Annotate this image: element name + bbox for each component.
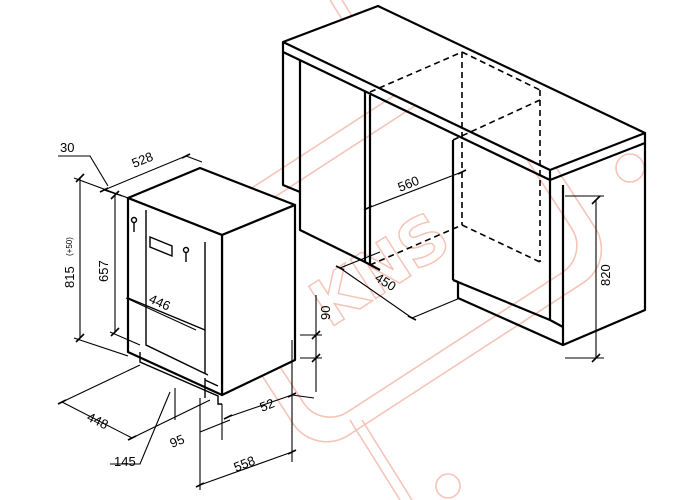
label-145: 145 [114, 454, 136, 469]
label-815-tolerance: (+50) [65, 237, 74, 256]
dishwasher-details [127, 210, 222, 405]
label-52: 52 [258, 395, 277, 414]
dimension-lines [58, 155, 604, 490]
label-560: 560 [396, 173, 422, 195]
label-30: 30 [60, 140, 74, 155]
label-90: 90 [318, 306, 333, 320]
dimension-ticks [57, 153, 601, 488]
kitchen-cabinet [281, 4, 647, 347]
label-820: 820 [598, 264, 613, 286]
label-657: 657 [96, 260, 111, 282]
label-448: 448 [85, 409, 111, 432]
label-528: 528 [130, 149, 156, 171]
dishwasher [126, 166, 297, 397]
label-815: 815 [62, 266, 77, 288]
label-95: 95 [168, 431, 187, 450]
label-558: 558 [232, 453, 258, 475]
niche-hidden-edges [369, 51, 541, 266]
